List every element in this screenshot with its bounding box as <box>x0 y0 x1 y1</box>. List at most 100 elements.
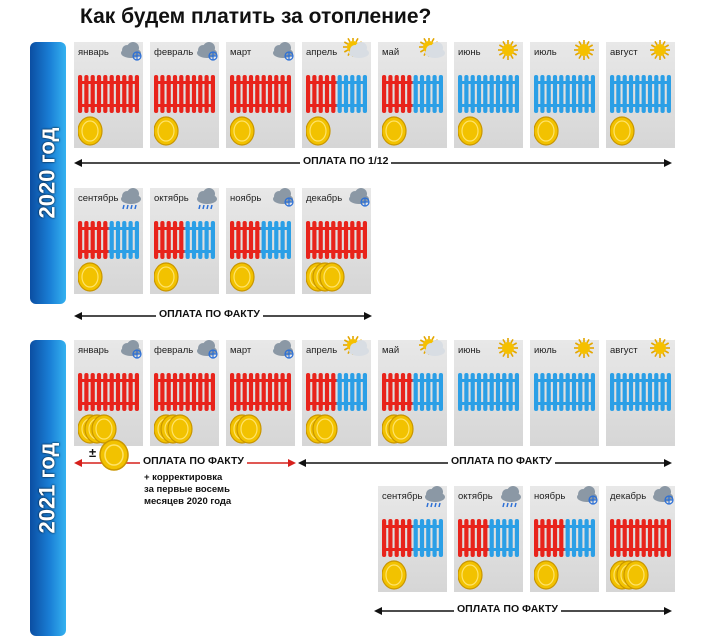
month-label: май <box>382 47 400 58</box>
month-card: июнь <box>454 338 523 446</box>
snow-cloud-icon <box>645 482 675 508</box>
month-card: февраль <box>150 42 219 148</box>
month-card: октябрь <box>454 486 523 592</box>
month-label: апрель <box>306 47 338 58</box>
coins-icon <box>609 560 671 590</box>
year-label-2020: 2020 год <box>35 127 61 219</box>
rain-cloud-icon <box>417 482 447 508</box>
snow-cloud-icon <box>569 482 599 508</box>
month-card: ноябрь <box>226 188 295 294</box>
month-label: май <box>382 345 400 356</box>
month-label: февраль <box>154 345 194 356</box>
radiator-icon <box>534 371 595 413</box>
month-card: май <box>378 335 447 446</box>
month-card: ноябрь <box>530 486 599 592</box>
coins-icon <box>457 116 519 146</box>
month-card: декабрь <box>606 486 675 592</box>
month-card: сентябрь <box>378 486 447 592</box>
radiator-icon <box>458 517 519 559</box>
coins-icon <box>153 414 215 444</box>
coins-icon <box>305 414 367 444</box>
snow-cloud-icon <box>189 336 219 362</box>
radiator-icon <box>154 73 215 115</box>
coins-icon <box>533 116 595 146</box>
month-label: январь <box>78 47 109 58</box>
plus-minus-sign: ± <box>89 445 97 460</box>
radiator-icon <box>230 73 291 115</box>
month-label: ноябрь <box>534 491 566 502</box>
sun-icon <box>645 336 675 362</box>
coins-icon <box>381 116 443 146</box>
month-label: апрель <box>306 345 338 356</box>
radiator-icon <box>78 73 139 115</box>
month-label: июль <box>534 47 557 58</box>
month-card: май <box>378 37 447 148</box>
month-card: март <box>226 42 295 148</box>
sun-icon <box>645 38 675 64</box>
arrow-label-fact-2021b: ОПЛАТА ПО ФАКТУ <box>448 455 555 467</box>
month-card: сентябрь <box>74 188 143 294</box>
sun-cloud-icon <box>417 335 447 362</box>
coins-icon <box>77 414 139 444</box>
sun-cloud-icon <box>341 335 371 362</box>
correction-coin-icon <box>99 439 129 471</box>
month-card: август <box>606 40 675 148</box>
month-label: июль <box>534 345 557 356</box>
sun-cloud-icon <box>417 37 447 64</box>
correction-note: + корректировка за первые восемь месяцев… <box>144 472 231 508</box>
radiator-icon <box>306 219 367 261</box>
coins-icon <box>229 262 291 292</box>
month-card: декабрь <box>302 188 371 294</box>
month-label: июнь <box>458 47 481 58</box>
coins-icon <box>229 414 291 444</box>
radiator-icon <box>458 371 519 413</box>
arrow-label-fact-2021c: ОПЛАТА ПО ФАКТУ <box>454 603 561 615</box>
month-card: январь <box>74 340 143 446</box>
month-card: октябрь <box>150 188 219 294</box>
coins-icon <box>153 116 215 146</box>
radiator-icon <box>534 517 595 559</box>
radiator-icon <box>382 73 443 115</box>
radiator-icon <box>78 219 139 261</box>
radiator-icon <box>610 517 671 559</box>
coins-icon <box>305 116 367 146</box>
month-label: июнь <box>458 345 481 356</box>
note-line-3: месяцев 2020 года <box>144 496 232 507</box>
month-label: октябрь <box>458 491 493 502</box>
month-card: январь <box>74 42 143 148</box>
coins-icon <box>381 560 443 590</box>
snow-cloud-icon <box>113 38 143 64</box>
coins-icon <box>305 262 367 292</box>
radiator-icon <box>306 371 367 413</box>
month-label: декабрь <box>306 193 343 204</box>
month-card: июль <box>530 40 599 148</box>
arrow-label-fact-2020: ОПЛАТА ПО ФАКТУ <box>156 308 263 320</box>
radiator-icon <box>610 371 671 413</box>
sun-icon <box>569 336 599 362</box>
month-label: октябрь <box>154 193 189 204</box>
radiator-icon <box>78 371 139 413</box>
month-label: февраль <box>154 47 194 58</box>
radiator-icon <box>306 73 367 115</box>
month-label: декабрь <box>610 491 647 502</box>
month-card: апрель <box>302 335 371 446</box>
coins-icon <box>457 560 519 590</box>
year-bar-2020: 2020 год <box>30 42 66 304</box>
month-label: март <box>230 47 252 58</box>
coins-icon <box>229 116 291 146</box>
coins-icon <box>381 414 443 444</box>
coins-icon <box>77 262 139 292</box>
radiator-icon <box>154 219 215 261</box>
month-label: ноябрь <box>230 193 262 204</box>
sun-cloud-icon <box>341 37 371 64</box>
snow-cloud-icon <box>265 184 295 210</box>
month-card: июль <box>530 338 599 446</box>
month-label: март <box>230 345 252 356</box>
sun-icon <box>569 38 599 64</box>
sun-icon <box>493 336 523 362</box>
month-card: июнь <box>454 40 523 148</box>
radiator-icon <box>230 371 291 413</box>
coins-icon <box>609 116 671 146</box>
note-line-2: за первые восемь <box>144 484 230 495</box>
rain-cloud-icon <box>493 482 523 508</box>
